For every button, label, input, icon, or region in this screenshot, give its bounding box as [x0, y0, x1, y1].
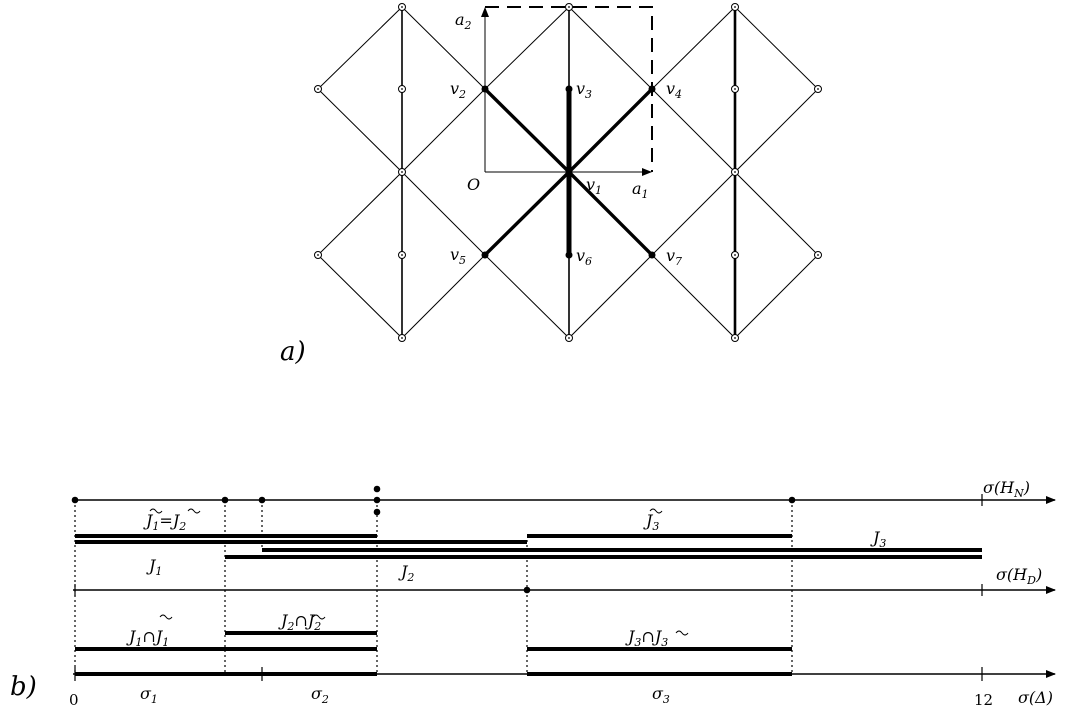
eigenvalue-dots — [71, 485, 796, 594]
label-a1: a1 — [632, 179, 649, 201]
vertex-v4 — [648, 85, 656, 93]
bond-v1-v7 — [567, 170, 654, 257]
label-origin: O — [467, 175, 480, 194]
label-J1: J1 — [146, 556, 162, 578]
vertex-v2 — [481, 85, 489, 93]
vertex-v7 — [648, 251, 656, 259]
bond-v1-v4 — [567, 87, 654, 174]
eigenvalue-dot — [258, 496, 266, 504]
vertex-labels: v1 v2 v3 v4 v5 v6 v7 O a1 a2 a) — [280, 10, 682, 367]
label-J1-cap-J1tilde: J1∩J1 — [126, 627, 169, 649]
eigenvalue-dot — [373, 496, 381, 504]
vertex-v5 — [481, 251, 489, 259]
tick-label-twelve: 12 — [974, 691, 993, 709]
eigenvalue-dot — [373, 508, 381, 516]
panel-a-label: a) — [280, 337, 306, 367]
tilde-mark — [312, 614, 326, 620]
label-J1tilde-eq-J2tilde: J1=J2 — [143, 511, 186, 533]
vertex-v3 — [565, 85, 573, 93]
panel-b-spectra: J1=J2 J3 J1 J2 J3 J1∩J1 J2∩J2 J3∩J3 σ1 σ… — [10, 478, 1056, 709]
axis-label-HN: σ(HN) — [983, 478, 1030, 500]
panel-b-label: b) — [10, 672, 37, 702]
eigenvalue-dot — [788, 496, 796, 504]
eigenvalue-dot — [373, 485, 381, 493]
spectral-bands — [75, 534, 982, 676]
label-sigma2: σ2 — [311, 684, 329, 706]
panel-b-labels: J1=J2 J3 J1 J2 J3 J1∩J1 J2∩J2 J3∩J3 σ1 σ… — [10, 478, 1053, 709]
bond-v1-v2 — [483, 87, 571, 174]
label-v2: v2 — [450, 79, 466, 101]
tick-label-zero: 0 — [69, 691, 79, 709]
tilde-mark — [159, 614, 173, 620]
eigenvalue-dot — [71, 496, 79, 504]
v1-neighbourhood-bonds — [483, 86, 654, 258]
label-J2-cap-J2tilde: J2∩J2 — [278, 611, 321, 633]
tilde-mark — [675, 630, 689, 636]
open-node-centers — [317, 6, 819, 339]
tilde-mark — [649, 508, 663, 514]
label-v1: v1 — [586, 175, 602, 197]
label-J2: J2 — [398, 562, 414, 584]
label-J3: J3 — [870, 528, 886, 550]
label-J3tilde: J3 — [643, 511, 659, 533]
label-sigma1: σ1 — [140, 684, 158, 706]
eigenvalue-dot — [221, 496, 229, 504]
axis-label-HD: σ(HD) — [996, 565, 1042, 587]
label-J3-cap-J3tilde: J3∩J3 — [625, 627, 668, 649]
tilde-mark — [149, 508, 163, 514]
label-v7: v7 — [666, 246, 682, 268]
vertex-v1 — [565, 168, 573, 176]
label-a2: a2 — [455, 10, 472, 32]
label-v3: v3 — [576, 79, 592, 101]
panel-a-lattice: v1 v2 v3 v4 v5 v6 v7 O a1 a2 a) — [280, 3, 822, 367]
label-v6: v6 — [576, 246, 592, 268]
axis-label-delta: σ(Δ) — [1018, 688, 1053, 707]
label-v5: v5 — [450, 245, 466, 267]
vertex-v6 — [565, 251, 573, 259]
spectrum-axes — [73, 494, 1056, 681]
label-v4: v4 — [666, 79, 682, 101]
tilde-mark — [187, 508, 201, 514]
unit-cell-dashed-border — [485, 6, 653, 172]
eigenvalue-dot — [523, 586, 531, 594]
label-sigma3: σ3 — [652, 684, 670, 706]
bond-v1-v5 — [483, 170, 571, 257]
vertex-nodes — [481, 85, 656, 259]
